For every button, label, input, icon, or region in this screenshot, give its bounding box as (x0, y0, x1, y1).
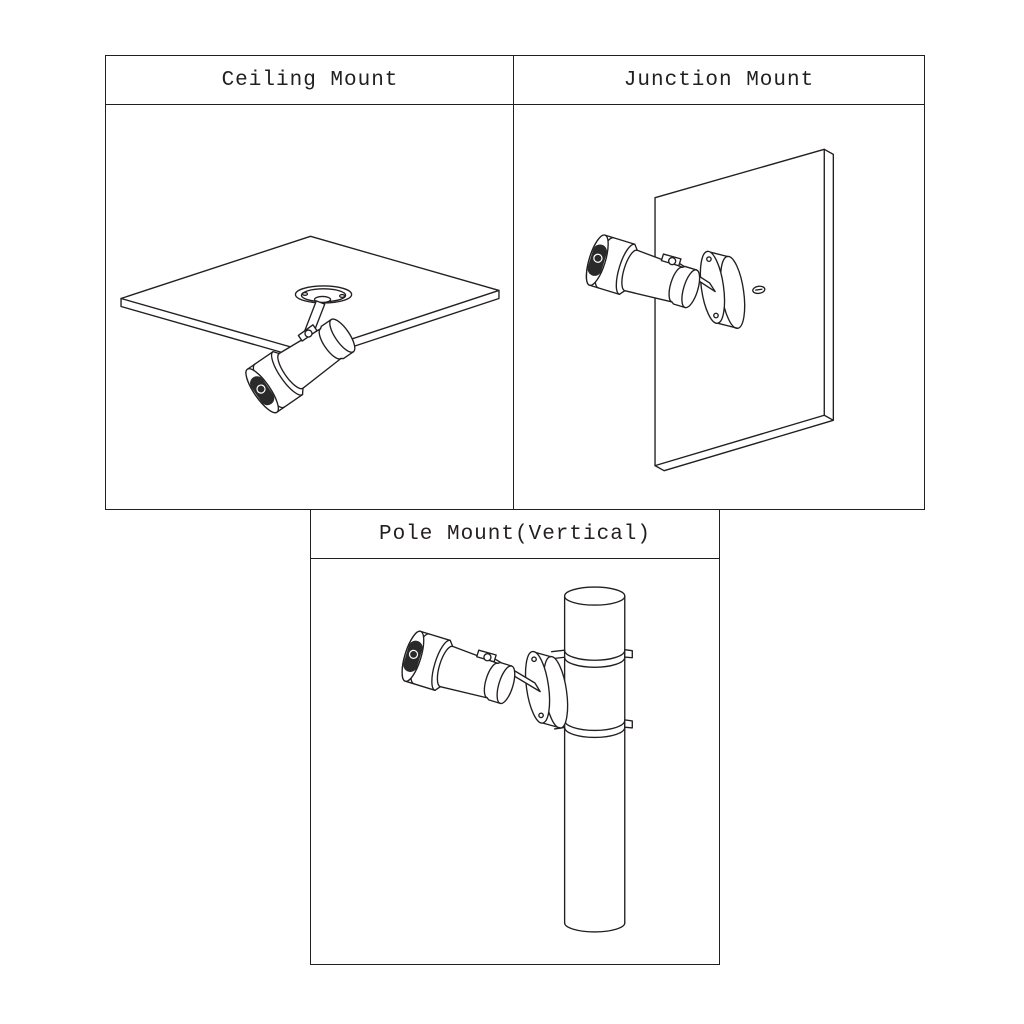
ceiling-mount-figure (106, 105, 514, 510)
junction-mount-illustration (581, 148, 835, 472)
bracket-joint (667, 256, 677, 266)
mount-base (294, 285, 353, 304)
bracket-joint (304, 329, 313, 338)
junction-mount-title: Junction Mount (514, 56, 924, 105)
junction-mount-panel: Junction Mount (513, 55, 925, 510)
bullet-camera-icon (396, 628, 521, 713)
junction-box (699, 250, 766, 329)
ceiling-mount-title: Ceiling Mount (106, 56, 514, 105)
pole (563, 586, 626, 933)
pole-mount-illustration (396, 586, 633, 933)
pole-mount-panel: Pole Mount(Vertical) (310, 509, 720, 965)
bracket-joint (483, 653, 492, 662)
pole-mount-title: Pole Mount(Vertical) (311, 510, 719, 559)
pole-mount-figure (311, 559, 719, 965)
junction-mount-figure (514, 105, 924, 512)
ceiling-mount-illustration (120, 235, 500, 418)
ceiling-mount-panel: Ceiling Mount (105, 55, 515, 510)
